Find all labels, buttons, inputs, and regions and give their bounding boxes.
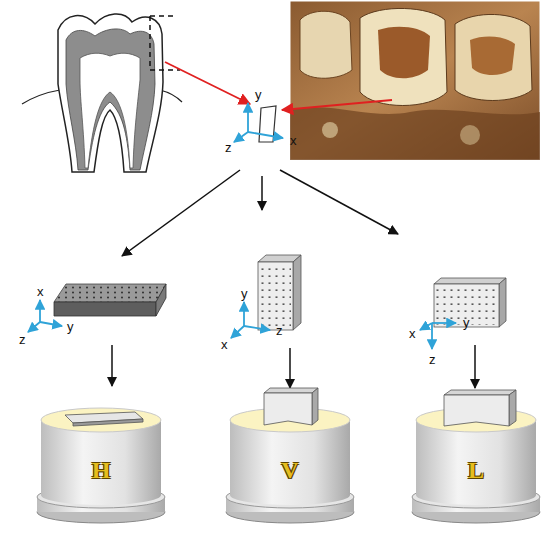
axis-label-holder: y <box>67 320 74 334</box>
fossil-photo <box>290 1 540 160</box>
axis-label-holder: z <box>19 333 26 347</box>
axis-label-holder: x <box>37 285 44 299</box>
pointer-arrow <box>165 62 250 104</box>
tooth-drawing <box>22 14 182 172</box>
axis-label: x <box>221 338 228 352</box>
specimen-mount: V <box>224 385 356 530</box>
axis-label-holder: z <box>225 141 232 155</box>
lateral-section-block <box>434 278 506 327</box>
mount-letter: L <box>410 457 542 483</box>
axis-label: x <box>290 134 297 148</box>
axis-label: y <box>241 287 248 301</box>
mount-arrows <box>112 345 475 388</box>
pointer-arrow <box>282 100 392 110</box>
axis-label: x <box>37 285 44 299</box>
axis-label-holder: y <box>241 287 248 301</box>
specimen-mount: L <box>410 385 542 530</box>
axis-label: z <box>429 353 436 367</box>
axes <box>234 103 283 142</box>
axis-label: z <box>225 141 232 155</box>
mount-letter: H <box>35 457 167 483</box>
axes <box>420 323 456 349</box>
axis-label-holder: x <box>409 327 416 341</box>
axis-label-holder: x <box>221 338 228 352</box>
axes <box>28 300 62 332</box>
axis-label: z <box>276 324 283 338</box>
specimen-mount: H <box>35 385 167 530</box>
axis-label: x <box>409 327 416 341</box>
axis-label-holder: z <box>429 353 436 367</box>
axis-label-holder: y <box>255 88 262 102</box>
section-arrows <box>122 170 398 256</box>
axis-label-holder: z <box>276 324 283 338</box>
axis-label: y <box>67 320 74 334</box>
axis-label: z <box>19 333 26 347</box>
axis-label: y <box>255 88 262 102</box>
axis-label-holder: y <box>463 316 470 330</box>
mount-letter: V <box>224 457 356 483</box>
axis-label: y <box>463 316 470 330</box>
axes <box>231 302 270 338</box>
vertical-section-block <box>258 255 301 330</box>
axis-label-holder: x <box>290 134 297 148</box>
horizontal-section-block <box>54 284 166 316</box>
